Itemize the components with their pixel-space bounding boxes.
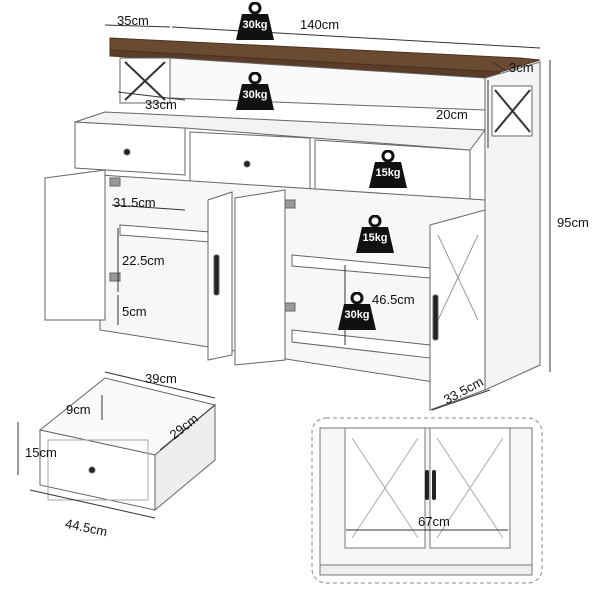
open-shelf-height-label: 20cm	[436, 107, 468, 122]
weight-cabinet-value: 30kg	[344, 309, 370, 321]
cabinet-inner-depth-label: 31.5cm	[113, 195, 156, 210]
wood-top	[109, 37, 541, 73]
depth-top-label: 35cm	[117, 13, 149, 28]
door-left-inner	[207, 191, 233, 361]
door-left-outer	[44, 169, 106, 321]
bottom-gap-label: 5cm	[122, 304, 147, 319]
door-center-left	[234, 189, 286, 366]
drawer-middle	[189, 131, 311, 191]
weight-top-value: 30kg	[242, 19, 268, 31]
door-width-label: 67cm	[418, 514, 450, 529]
sideboard	[44, 37, 541, 411]
weight-open-shelf-value: 30kg	[242, 89, 268, 101]
drawer-left	[74, 121, 186, 176]
weight-drawer-value: 15kg	[375, 167, 401, 179]
width-total-label: 140cm	[300, 17, 340, 32]
weight-open-shelf: 30kg	[234, 72, 276, 112]
weight-cabinet: 30kg	[336, 292, 378, 332]
weight-drawer: 15kg	[367, 150, 409, 190]
shelf-depth-label: 33cm	[145, 97, 177, 112]
top-thickness-label: 3cm	[509, 60, 534, 75]
door-right	[429, 209, 486, 411]
drawer-front-height-label: 15cm	[25, 445, 57, 460]
drawer-width-label: 39cm	[145, 371, 177, 386]
center-cabinet-height-label: 46.5cm	[372, 292, 415, 307]
total-height-label: 95cm	[557, 215, 589, 230]
door-detail-inset	[311, 417, 543, 584]
drawer-inner-height-label: 9cm	[66, 402, 91, 417]
weight-shelf-value: 15kg	[362, 232, 388, 244]
dimension-lines	[104, 24, 551, 411]
weight-shelf: 15kg	[354, 215, 396, 255]
detached-drawer	[17, 371, 217, 519]
weight-top: 30kg	[234, 2, 276, 42]
lower-shelf-height-label: 22.5cm	[122, 253, 165, 268]
